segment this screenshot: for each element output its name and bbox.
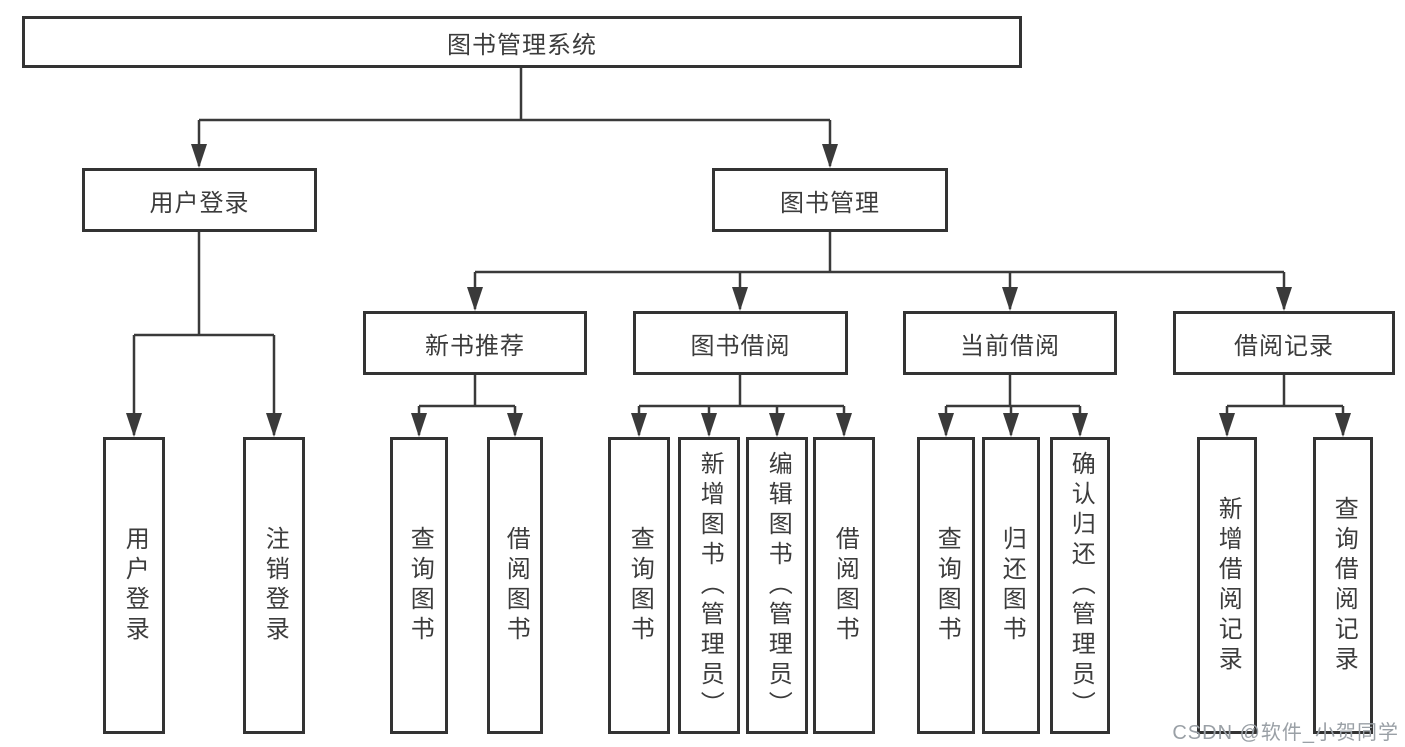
node-system-root-label: 图书管理系统 bbox=[447, 31, 597, 59]
leaf-edit-books-admin-label: 编辑图书（管理员） bbox=[764, 450, 792, 721]
node-user-login-label: 用户登录 bbox=[149, 189, 250, 217]
leaf-logout-label: 注销登录 bbox=[261, 525, 289, 646]
node-user-login: 用户登录 bbox=[82, 168, 317, 232]
leaf-borrow-books-1: 借阅图书 bbox=[487, 437, 543, 734]
node-system-root: 图书管理系统 bbox=[22, 16, 1022, 68]
leaf-query-books-3-label: 查询图书 bbox=[933, 525, 961, 646]
leaf-add-borrow-record: 新增借阅记录 bbox=[1197, 437, 1257, 734]
arrowheads bbox=[126, 144, 1351, 437]
node-book-borrow: 图书借阅 bbox=[633, 311, 848, 375]
leaf-confirm-return-admin: 确认归还（管理员） bbox=[1050, 437, 1110, 734]
leaf-logout: 注销登录 bbox=[243, 437, 305, 734]
csdn-watermark: CSDN @软件_小贺同学 bbox=[1172, 722, 1399, 744]
leaf-add-books-admin-label: 新增图书（管理员） bbox=[696, 450, 724, 721]
node-current-borrow: 当前借阅 bbox=[903, 311, 1117, 375]
leaf-user-login-label: 用户登录 bbox=[121, 525, 149, 646]
leaf-borrow-books-2-label: 借阅图书 bbox=[831, 525, 859, 646]
node-current-borrow-label: 当前借阅 bbox=[960, 332, 1060, 360]
leaf-borrow-books-2: 借阅图书 bbox=[813, 437, 875, 734]
node-borrow-records-label: 借阅记录 bbox=[1234, 332, 1334, 360]
leaf-query-books-1-label: 查询图书 bbox=[406, 525, 434, 646]
leaf-query-books-2: 查询图书 bbox=[608, 437, 670, 734]
leaf-user-login: 用户登录 bbox=[103, 437, 165, 734]
leaf-return-books: 归还图书 bbox=[982, 437, 1040, 734]
node-book-management: 图书管理 bbox=[712, 168, 948, 232]
node-borrow-records: 借阅记录 bbox=[1173, 311, 1395, 375]
leaf-borrow-books-1-label: 借阅图书 bbox=[502, 525, 530, 646]
leaf-query-books-3: 查询图书 bbox=[917, 437, 975, 734]
node-new-book-recommend-label: 新书推荐 bbox=[425, 332, 525, 360]
leaf-confirm-return-admin-label: 确认归还（管理员） bbox=[1067, 450, 1095, 721]
leaf-query-books-1: 查询图书 bbox=[390, 437, 448, 734]
leaf-add-books-admin: 新增图书（管理员） bbox=[678, 437, 740, 734]
node-new-book-recommend: 新书推荐 bbox=[363, 311, 587, 375]
leaf-add-borrow-record-label: 新增借阅记录 bbox=[1214, 495, 1242, 676]
leaf-edit-books-admin: 编辑图书（管理员） bbox=[746, 437, 808, 734]
leaf-query-borrow-record: 查询借阅记录 bbox=[1313, 437, 1373, 734]
leaf-query-books-2-label: 查询图书 bbox=[626, 525, 654, 646]
leaf-query-borrow-record-label: 查询借阅记录 bbox=[1330, 495, 1358, 676]
leaf-return-books-label: 归还图书 bbox=[998, 525, 1026, 646]
node-book-management-label: 图书管理 bbox=[780, 189, 880, 217]
node-book-borrow-label: 图书借阅 bbox=[690, 332, 791, 360]
